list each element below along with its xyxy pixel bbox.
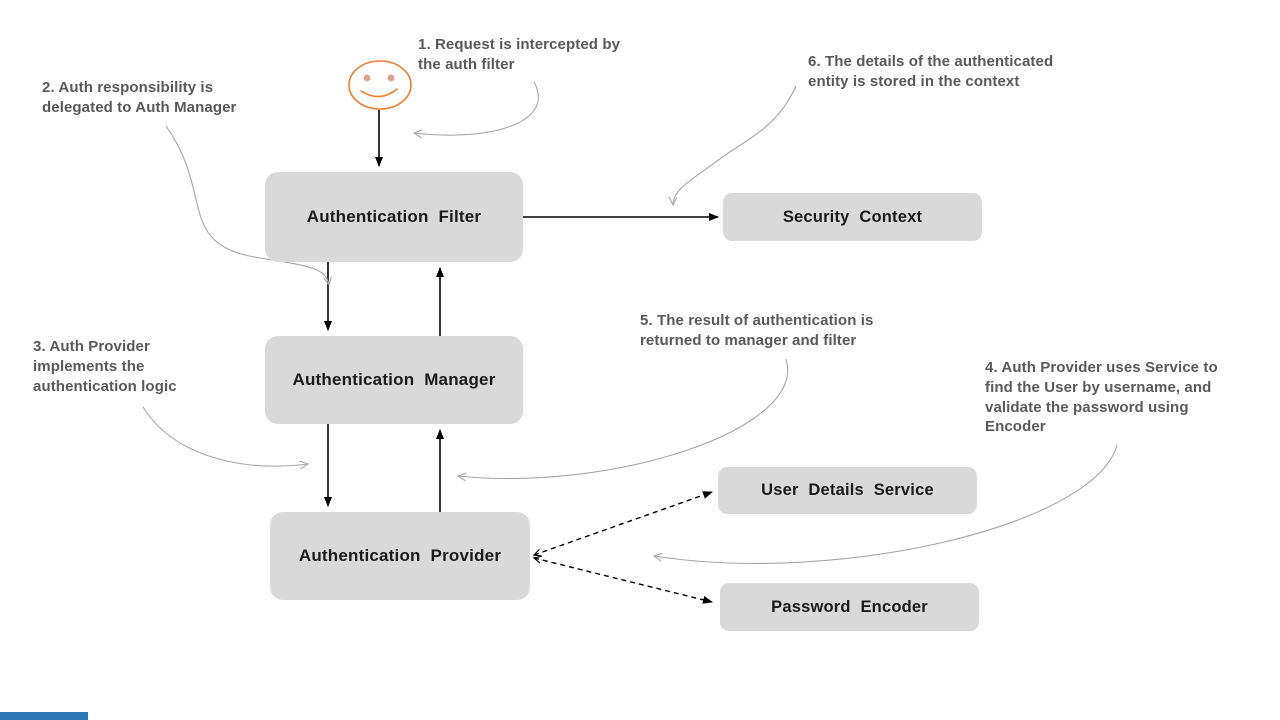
node-label-user-details-service: User Details Service <box>761 481 934 499</box>
callout-6-curve <box>668 85 797 207</box>
node-security-context: Security Context <box>723 193 982 241</box>
callout-1-curve <box>412 81 539 139</box>
annotation-1: 1. Request is intercepted by the auth fi… <box>418 36 621 73</box>
node-label-authentication-filter: Authentication Filter <box>306 207 482 226</box>
annotation-2: 2. Auth responsibility is delegated to A… <box>42 79 237 116</box>
annotation-3: 3. Auth Provider implements the authenti… <box>33 338 177 395</box>
callout-2-curve <box>165 125 333 287</box>
node-label-password-encoder: Password Encoder <box>771 597 928 616</box>
dashed-arrow-provider-to-password-encoder <box>532 555 713 604</box>
node-authentication-provider: Authentication Provider <box>270 512 530 600</box>
callout-4-curve <box>652 444 1118 564</box>
node-label-authentication-manager: Authentication Manager <box>292 370 496 389</box>
node-label-security-context: Security Context <box>782 207 923 226</box>
callout-5-curve <box>456 358 789 482</box>
user-smiley-icon <box>348 60 412 110</box>
node-label-authentication-provider: Authentication Provider <box>298 546 502 565</box>
annotation-4: 4. Auth Provider uses Service to find th… <box>985 359 1218 436</box>
annotation-5: 5. The result of authentication is retur… <box>640 312 874 349</box>
node-authentication-manager: Authentication Manager <box>265 336 523 424</box>
callout-3-curve <box>142 406 310 470</box>
annotation-6: 6. The details of the authenticated enti… <box>808 53 1054 90</box>
node-authentication-filter: Authentication Filter <box>265 172 523 262</box>
node-user-details-service: User Details Service <box>718 467 977 514</box>
node-password-encoder: Password Encoder <box>720 583 979 631</box>
dashed-arrow-provider-to-user-details-service <box>532 491 713 557</box>
accent-bar <box>0 712 88 720</box>
